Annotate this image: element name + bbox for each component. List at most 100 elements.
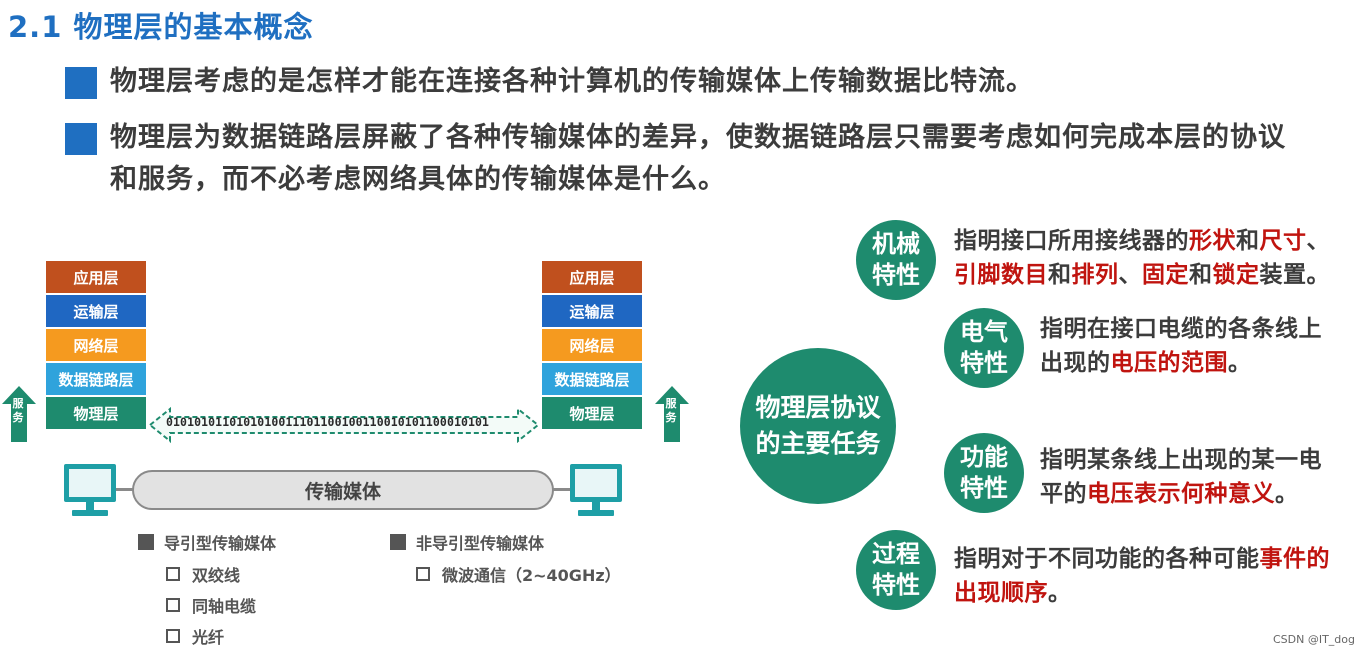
layer-application: 应用层 [542,261,642,295]
highlight-text: 锁定 [1212,262,1260,288]
feature-name-line: 特性 [960,474,1008,502]
bullet-1-text: 物理层考虑的是怎样才能在连接各种计算机的传输媒体上传输数据比特流。 [110,66,1034,97]
checkbox-square-icon [166,629,180,643]
plain-text: 、 [1118,262,1142,288]
feature-desc-line: 引脚数目和排列、固定和锁定装置。 [954,258,1330,292]
plain-text: 指明在接口电缆的各条线上 [1040,316,1322,342]
bitstream-double-arrow-icon [148,406,540,444]
highlight-text: 形状 [1189,228,1236,254]
page-title: 2.1 物理层的基本概念 [8,10,314,44]
feature-desc-electrical: 指明在接口电缆的各条线上出现的电压的范围。 [1040,312,1322,380]
feature-name-line: 特性 [872,261,920,289]
layer-application: 应用层 [46,261,146,295]
guided-media-category: 导引型传输媒体 [138,530,276,554]
highlight-text: 事件的 [1259,546,1330,572]
service-label-left: 服务 [12,397,24,424]
guided-media-item: 同轴电缆 [166,593,256,617]
feature-desc-line: 指明某条线上出现的某一电 [1040,443,1322,477]
bullet-marker [65,67,97,99]
feature-desc-mechanical: 指明接口所用接线器的形状和尺寸、引脚数目和排列、固定和锁定装置。 [954,224,1330,292]
feature-name-line: 特性 [960,349,1008,377]
feature-desc-line: 指明接口所用接线器的形状和尺寸、 [954,224,1330,258]
plain-text: 和 [1048,262,1072,288]
plain-text: 。 [1275,481,1299,507]
filled-square-icon [138,534,154,550]
feature-desc-line: 指明在接口电缆的各条线上 [1040,312,1322,346]
bitstream-text: 0101010110101010011101100100110010101100… [166,415,490,429]
layer-transport: 运输层 [46,295,146,329]
plain-text: 和 [1236,228,1260,254]
layer-network: 网络层 [542,329,642,363]
highlight-text: 排列 [1071,262,1119,288]
plain-text: 装置。 [1259,262,1330,288]
computer-right-icon [570,464,622,516]
highlight-text: 引脚数目 [954,262,1048,288]
checkbox-square-icon [166,567,180,581]
filled-square-icon [390,534,406,550]
bullet-2-text-line1: 物理层为数据链路层屏蔽了各种传输媒体的差异，使数据链路层只需要考虑如何完成本层的… [110,122,1286,153]
highlight-text: 电压表示何种意义 [1087,481,1275,507]
item-label: 微波通信（2~40GHz） [442,566,621,585]
layer-physical: 物理层 [46,397,146,431]
feature-name-line: 特性 [872,571,920,599]
feature-desc-line: 出现顺序。 [954,576,1330,610]
transmission-medium-bar: 传输媒体 [132,470,554,510]
feature-desc-line: 指明对于不同功能的各种可能事件的 [954,542,1330,576]
bullet-marker [65,123,97,155]
layer-datalink: 数据链路层 [46,363,146,397]
feature-desc-functional: 指明某条线上出现的某一电平的电压表示何种意义。 [1040,443,1322,511]
unguided-media-category: 非导引型传输媒体 [390,530,544,554]
highlight-text: 固定 [1142,262,1189,288]
cable-right [552,488,570,491]
feature-desc-procedural: 指明对于不同功能的各种可能事件的出现顺序。 [954,542,1330,610]
layer-physical: 物理层 [542,397,642,431]
plain-text: 指明某条线上出现的某一电 [1040,447,1322,473]
highlight-text: 尺寸 [1259,228,1307,254]
feature-desc-line: 平的电压表示何种意义。 [1040,477,1322,511]
feature-circle-procedural: 过程特性 [856,530,936,610]
unguided-media-item: 微波通信（2~40GHz） [416,562,621,586]
main-task-line1: 物理层协议 [755,393,881,422]
layer-transport: 运输层 [542,295,642,329]
guided-media-item: 光纤 [166,624,224,648]
cable-left [116,488,134,491]
layer-network: 网络层 [46,329,146,363]
item-label: 双绞线 [192,566,241,585]
plain-text: 。 [1228,350,1252,376]
plain-text: 、 [1306,228,1330,254]
main-task-line2: 的主要任务 [755,429,881,458]
feature-name-line: 功能 [960,443,1008,471]
watermark-text: CSDN @IT_dog [1272,633,1355,646]
feature-name-line: 过程 [872,540,920,568]
guided-media-label: 导引型传输媒体 [164,534,277,553]
main-task-circle: 物理层协议 的主要任务 [740,348,896,504]
feature-name-line: 电气 [960,318,1008,346]
layer-datalink: 数据链路层 [542,363,642,397]
feature-name-line: 机械 [872,230,920,258]
feature-desc-line: 出现的电压的范围。 [1040,346,1322,380]
plain-text: 指明对于不同功能的各种可能 [954,546,1260,572]
checkbox-square-icon [416,567,430,581]
checkbox-square-icon [166,598,180,612]
left-protocol-stack: 应用层 运输层 网络层 数据链路层 物理层 [46,261,146,431]
plain-text: 。 [1048,580,1072,606]
plain-text: 出现的 [1040,350,1111,376]
service-up-arrow-icon [655,386,689,442]
service-label-right: 服务 [665,397,677,424]
bullet-2-text-line2: 和服务，而不必考虑网络具体的传输媒体是什么。 [110,164,726,195]
item-label: 光纤 [192,628,225,647]
feature-circle-functional: 功能特性 [944,433,1024,513]
plain-text: 和 [1189,262,1213,288]
right-protocol-stack: 应用层 运输层 网络层 数据链路层 物理层 [542,261,642,431]
unguided-media-label: 非导引型传输媒体 [416,534,545,553]
item-label: 同轴电缆 [192,597,257,616]
service-up-arrow-icon [2,386,36,442]
highlight-text: 出现顺序 [954,580,1048,606]
highlight-text: 电压的范围 [1110,350,1228,376]
feature-circle-mechanical: 机械特性 [856,220,936,300]
computer-left-icon [64,464,116,516]
plain-text: 指明接口所用接线器的 [954,228,1189,254]
plain-text: 平的 [1040,481,1087,507]
guided-media-item: 双绞线 [166,562,240,586]
feature-circle-electrical: 电气特性 [944,308,1024,388]
